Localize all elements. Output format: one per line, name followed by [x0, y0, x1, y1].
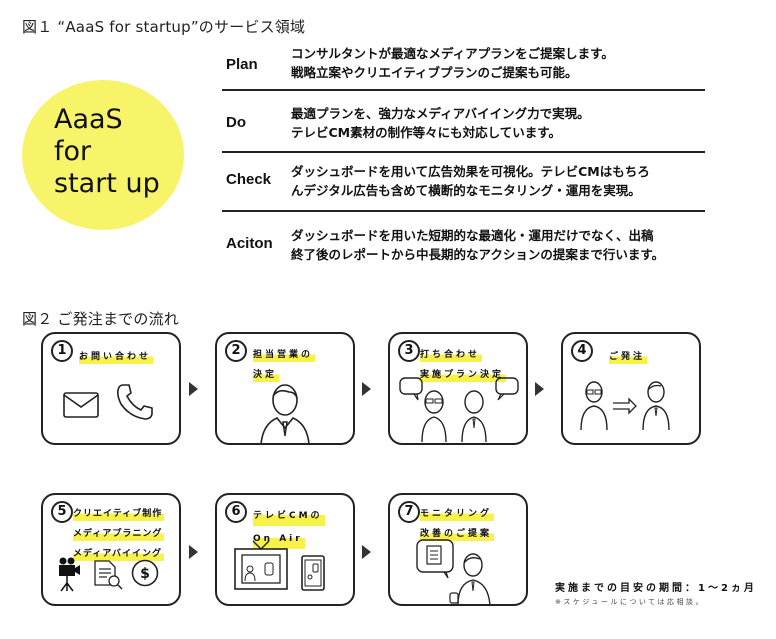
step-2-card: 2 担当営業の 決定: [215, 332, 355, 445]
schedule-note: ※スケジュールについては応相談。: [555, 598, 706, 606]
pdca-desc-line: 終了後のレポートから中長期的なアクションの提案まで行います。: [291, 247, 665, 262]
smartphone-icon: [301, 555, 325, 591]
step-3-card: 3 打ち合わせ 実施プラン決定: [388, 332, 528, 445]
pdca-divider: [222, 151, 705, 153]
pdca-label: Do: [226, 114, 246, 131]
step-label: お問い合わせ: [79, 350, 154, 364]
step-number: 7: [398, 501, 420, 523]
step-label: モニタリング: [420, 507, 495, 521]
step-label: クリエイティブ制作: [73, 507, 165, 521]
step-label: メディアバイイング: [73, 547, 165, 561]
client-icon: [580, 381, 608, 431]
period-note: 実施までの目安の期間：1～2ヵ月: [555, 583, 757, 594]
flow-arrow-icon: [535, 382, 544, 396]
step-number: 5: [51, 501, 73, 523]
figure1-title: 図１ “AaaS for startup”のサービス領域: [22, 18, 306, 36]
step-number: 1: [51, 340, 73, 362]
pdca-desc-line: テレビCM素材の制作等々にも対応しています。: [291, 125, 561, 140]
step-label: ご発注: [609, 350, 648, 364]
step-7-card: 7 モニタリング 改善のご提案: [388, 493, 528, 606]
figure2-title: 図２ ご発注までの流れ: [22, 310, 179, 328]
dollar-icon: $: [131, 559, 159, 587]
salesperson-icon: [260, 384, 310, 445]
step-5-card: 5 クリエイティブ制作 メディアプラニング メディアバイイング $: [41, 493, 181, 606]
video-camera-icon: [59, 557, 80, 592]
flow-arrow-icon: [362, 382, 371, 396]
svg-text:$: $: [140, 566, 150, 582]
pdca-label: Check: [226, 171, 272, 188]
pdca-divider: [222, 210, 705, 212]
step-number: 3: [398, 340, 420, 362]
pdca-desc-line: ダッシュボードを用いた短期的な最適化・運用だけでなく、出稿: [291, 228, 654, 243]
envelope-icon: [63, 392, 99, 418]
report-search-icon: [94, 560, 123, 590]
aaas-logo-circle: [22, 80, 184, 230]
salesperson-icon: [642, 381, 670, 431]
pdca-divider: [222, 89, 705, 91]
step-label: メディアプラニング: [73, 527, 165, 541]
step-number: 2: [225, 340, 247, 362]
step-label: 改善のご提案: [420, 527, 495, 541]
tv-icon: [234, 540, 288, 590]
flow-arrow-icon: [362, 545, 371, 559]
pdca-desc-line: コンサルタントが最適なメディアプランをご提案します。: [291, 46, 614, 61]
step-label: テレビCMの: [253, 506, 325, 526]
meeting-people-icon: [399, 377, 519, 443]
pdca-desc-line: 戦略立案やクリエイティブプランのご提案も可能。: [291, 65, 578, 80]
flow-arrow-icon: [189, 545, 198, 559]
phone-icon: [117, 384, 153, 420]
pdca-desc-line: んデジタル広告も含めて横断的なモニタリング・運用を実現。: [291, 183, 641, 198]
step-number: 6: [225, 501, 247, 523]
pdca-row-action: Aciton ダッシュボードを用いた短期的な最適化・運用だけでなく、出稿 終了後…: [222, 222, 705, 270]
pdca-row-check: Check ダッシュボードを用いて広告効果を可視化。テレビCMはもちろ んデジタ…: [222, 158, 705, 206]
pdca-row-do: Do 最適プランを、強力なメディアバイイング力で実現。 テレビCM素材の制作等々…: [222, 100, 705, 148]
document-bubble-icon: [416, 539, 454, 579]
flow-arrow-icon: [189, 382, 198, 396]
step-label: 担当営業の: [253, 348, 316, 362]
step-label: 打ち合わせ: [420, 348, 483, 362]
step-4-card: 4 ご発注: [561, 332, 701, 445]
pdca-desc-line: ダッシュボードを用いて広告効果を可視化。テレビCMはもちろ: [291, 164, 650, 179]
pdca-label: Aciton: [226, 235, 273, 252]
pdca-row-plan: Plan コンサルタントが最適なメディアプランをご提案します。 戦略立案やクリエ…: [222, 42, 705, 90]
right-arrow-icon: [613, 397, 637, 415]
step-number: 4: [571, 340, 593, 362]
aaas-logo-text: AaaS for start up: [54, 104, 160, 199]
step-label: 決定: [253, 368, 280, 382]
pdca-label: Plan: [226, 56, 258, 73]
step-6-card: 6 テレビCMの On Air: [215, 493, 355, 606]
step-1-card: 1 お問い合わせ: [41, 332, 181, 445]
pdca-desc-line: 最適プランを、強力なメディアバイイング力で実現。: [291, 106, 590, 121]
step-label: 実施プラン決定: [420, 368, 507, 382]
salesperson-icon: [449, 553, 491, 606]
